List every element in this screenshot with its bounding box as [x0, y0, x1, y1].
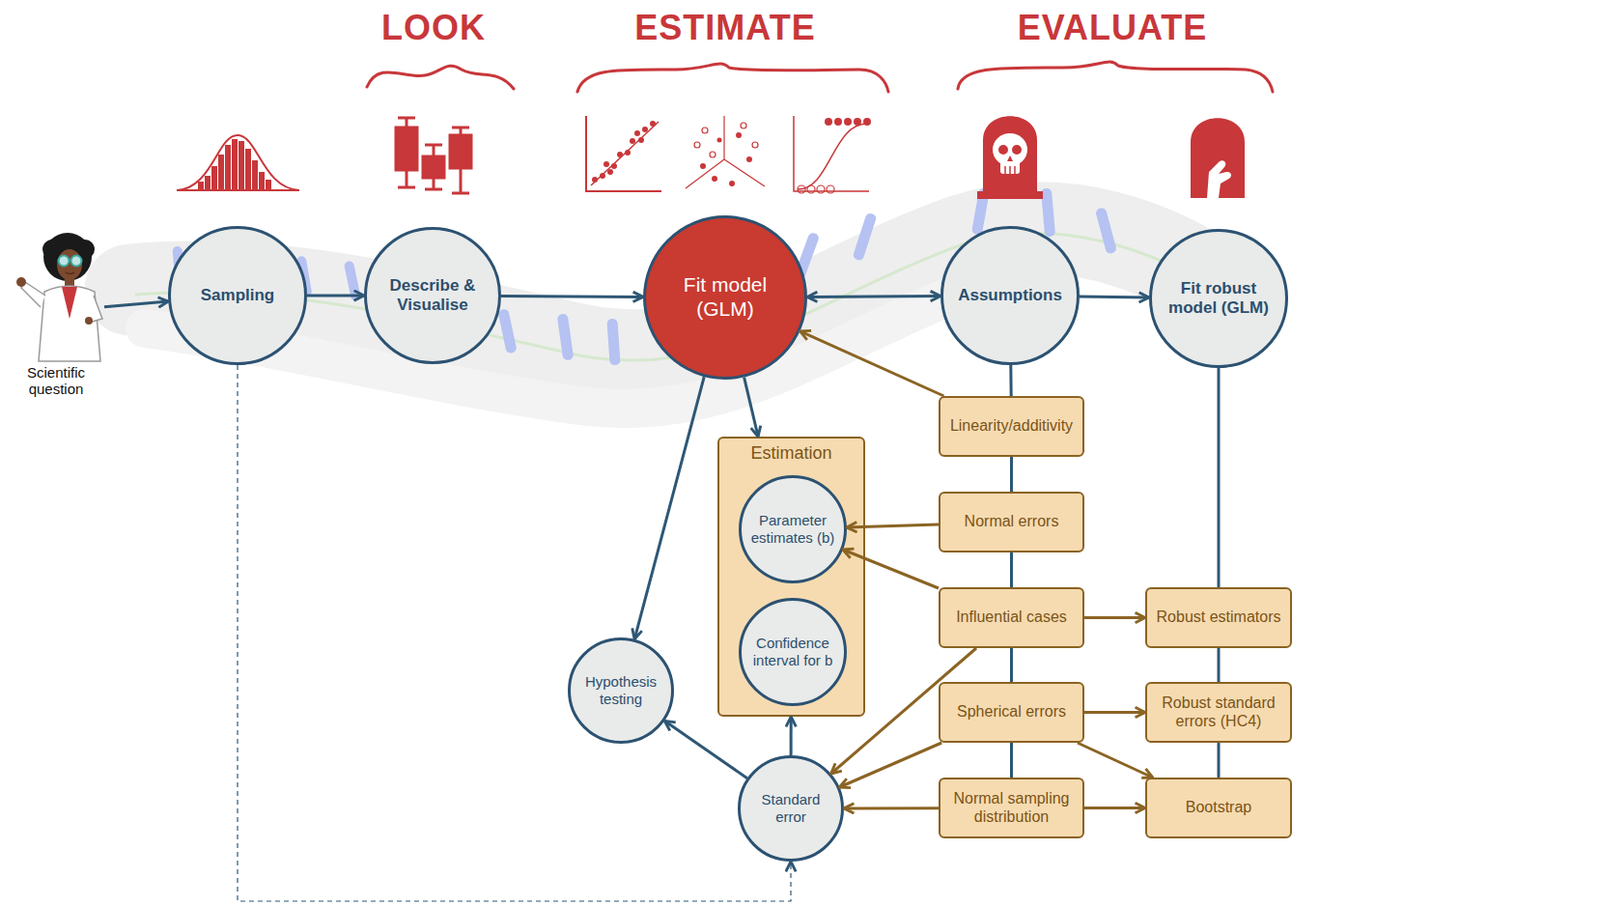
node-label: Fit model (GLM) — [668, 273, 784, 322]
boxplot-icon — [395, 117, 472, 194]
connector-line — [1217, 742, 1221, 778]
remedy-box: Robust standard errors (HC4) — [1145, 681, 1292, 743]
squiggle — [366, 65, 514, 89]
assumption-box: Influential cases — [938, 587, 1085, 648]
node-label: Describe & Visualise — [374, 276, 492, 315]
estimate-circle: Confidence interval for b — [738, 597, 847, 706]
connector-arrow — [1084, 806, 1146, 810]
group-scatter-icon — [685, 115, 765, 189]
node-label: Confidence interval for b — [749, 634, 837, 669]
remedy-box: Bootstrap — [1145, 777, 1292, 839]
assumption-box: Normal errors — [938, 491, 1085, 553]
assumption-box: Spherical errors — [938, 681, 1085, 743]
connector-line — [1010, 552, 1013, 588]
circle-shape — [739, 757, 843, 861]
connector-arrow — [237, 364, 791, 901]
node-label: Assumptions — [957, 285, 1063, 306]
node-label: Hypothesis testing — [578, 673, 664, 707]
connector-arrow — [1077, 742, 1153, 778]
node-label: Normal sampling distribution — [946, 789, 1077, 827]
hand-tombstone-icon — [1190, 117, 1245, 198]
connector-arrow — [800, 331, 945, 396]
circle-shape — [1150, 230, 1288, 367]
node-label: Estimation — [750, 443, 832, 464]
assumption-box: Linearity/additivity — [938, 395, 1085, 457]
squiggle — [957, 61, 1273, 92]
node-label: Standard error — [748, 790, 834, 825]
connector-arrow — [501, 294, 644, 299]
connector-line — [1010, 742, 1013, 778]
connector-arrow — [744, 377, 759, 437]
process-circle: Standard error — [737, 755, 844, 862]
connector-arrow — [1084, 616, 1146, 619]
model-circle: Fit model (GLM) — [643, 215, 808, 380]
squiggle — [577, 63, 889, 92]
connector-arrow — [664, 720, 748, 778]
connector-arrow — [634, 376, 704, 640]
node-label: Scientific question — [7, 364, 105, 398]
process-circle: Hypothesis testing — [567, 637, 674, 744]
estimation-group: EstimationParameter estimates (b) Confide… — [717, 436, 866, 717]
circle-shape — [569, 639, 674, 743]
stage-heading: LOOK — [381, 7, 486, 49]
logistic-icon — [793, 115, 871, 194]
stage-heading: ESTIMATE — [634, 7, 815, 49]
scientist-illustration — [16, 232, 103, 362]
stage-heading: EVALUATE — [1017, 7, 1208, 49]
spine-illustration — [130, 187, 1222, 409]
header-squiggles — [366, 61, 1273, 92]
assumption-box: Normal sampling distribution — [938, 777, 1085, 839]
node-label: Fit robust model (GLM) — [1159, 279, 1278, 318]
node-label: Spherical errors — [956, 702, 1067, 722]
connector-arrow — [807, 294, 941, 299]
connector-arrow — [104, 301, 169, 308]
process-circle: Describe & Visualise — [364, 226, 502, 365]
connector-line — [1010, 456, 1013, 492]
circle-shape — [942, 227, 1079, 365]
bell-curve-icon — [176, 135, 300, 192]
connector-arrow — [839, 742, 942, 787]
vertebral-discs — [171, 187, 1118, 365]
connector-line — [1009, 364, 1012, 396]
connector-line — [1010, 647, 1013, 682]
process-circle: Sampling — [168, 225, 308, 365]
skull-tombstone-icon — [977, 115, 1043, 199]
remedy-box: Robust estimators — [1145, 587, 1292, 648]
node-label: Bootstrap — [1185, 798, 1252, 817]
node-label: Robust estimators — [1156, 608, 1282, 627]
regression-icon — [586, 115, 662, 192]
connector-arrow — [789, 716, 793, 756]
node-label: Linearity/additivity — [950, 417, 1073, 436]
circle-shape — [365, 228, 501, 364]
node-label: Normal errors — [964, 512, 1060, 532]
circle-shape — [740, 477, 846, 583]
process-circle: Assumptions — [940, 225, 1080, 365]
node-label: Robust standard errors (HC4) — [1152, 694, 1285, 731]
node-label: Parameter estimates (b) — [749, 511, 837, 546]
circle-shape — [740, 599, 846, 705]
circle-shape — [169, 227, 307, 365]
circle-shape — [645, 217, 807, 379]
connector-arrow — [1084, 710, 1146, 714]
node-label: Influential cases — [955, 608, 1067, 627]
process-circle: Fit robust model (GLM) — [1149, 228, 1289, 368]
connector-arrow — [307, 294, 365, 298]
node-label: Sampling — [200, 285, 276, 306]
connector-line — [1217, 647, 1221, 682]
scientist-node: Scientific question — [7, 224, 105, 398]
connector-arrow — [1079, 296, 1150, 298]
estimate-circle: Parameter estimates (b) — [738, 475, 847, 584]
connector-arrow — [843, 806, 939, 810]
connector-line — [1217, 367, 1221, 588]
